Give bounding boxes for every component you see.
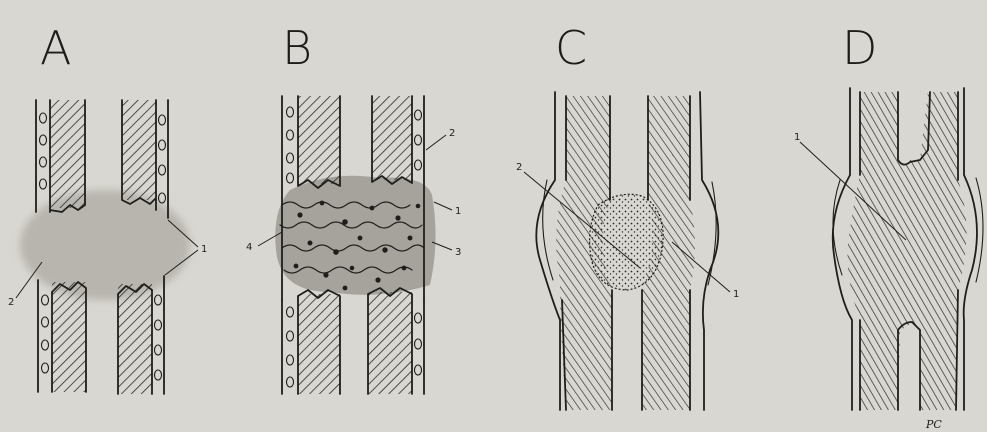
panel-a: A (8, 21, 207, 394)
callout-label: 3 (455, 247, 461, 258)
panel-b: B (246, 21, 461, 394)
panel-b-letter: B (282, 21, 312, 75)
callout-label: 1 (733, 289, 739, 300)
panel-d: D 1 PC (794, 21, 983, 431)
callout-label: 2 (8, 297, 14, 308)
panel-a-letter: A (40, 21, 71, 75)
bone-fragment (36, 100, 85, 212)
callout-label: 1 (455, 206, 461, 217)
bone-fragment (118, 276, 164, 394)
panel-d-letter: D (842, 21, 877, 75)
bone-fragment (282, 290, 340, 394)
artist-signature: PC (925, 418, 942, 431)
callout-label: 4 (246, 242, 252, 253)
granulation-tissue (275, 176, 435, 295)
callout-label: 1 (201, 244, 207, 255)
panel-c: C 2 1 (516, 21, 739, 410)
bone-fragment (38, 280, 86, 392)
callout-label: 1 (794, 132, 800, 143)
callout-label: 2 (449, 128, 455, 139)
remodeled-bone (848, 92, 967, 410)
bone-fragment (368, 288, 424, 394)
panel-c-letter: C (555, 21, 587, 75)
callout-label: 2 (516, 162, 522, 173)
